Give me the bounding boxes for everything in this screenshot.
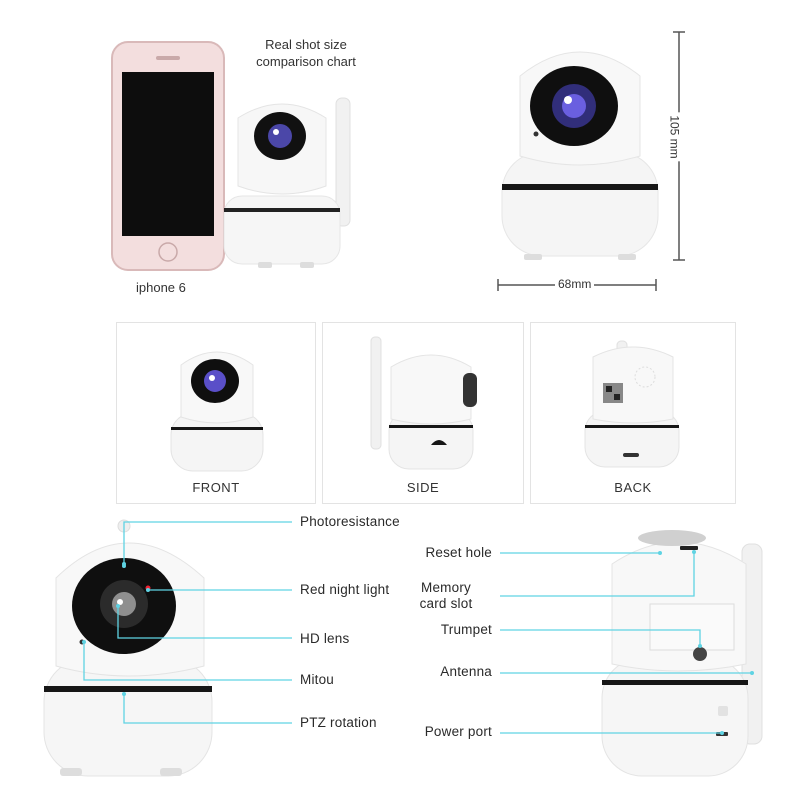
callout-mitou: Mitou [300, 672, 335, 687]
callout-reset-hole: Reset hole [425, 545, 492, 560]
height-dimension-label: 105 mm [667, 112, 682, 162]
callout-memory-card-slot-line2: card slot [419, 596, 473, 611]
camera-back-callout-image [601, 530, 763, 777]
view-label-front: FRONT [192, 480, 240, 495]
comparison-title-line1: Real shot size [265, 37, 347, 52]
callout-memory-card-slot-line1: Memory [421, 580, 471, 595]
callout-photoresistance: Photoresistance [300, 514, 400, 529]
camera-front-callout-image [43, 519, 213, 777]
callout-ptz-rotation: PTZ rotation [300, 715, 377, 730]
camera-front-image [170, 351, 264, 472]
iphone-image [111, 41, 225, 271]
camera-back-image [584, 340, 680, 468]
view-label-side: SIDE [406, 480, 440, 495]
camera-dimension-image [501, 51, 659, 260]
camera-size-comparison-image [223, 97, 351, 268]
comparison-title: Real shot size comparison chart [246, 36, 366, 70]
callout-red-night-light: Red night light [300, 582, 390, 597]
comparison-title-line2: comparison chart [256, 54, 356, 69]
view-panel-side: SIDE [322, 322, 524, 504]
callout-antenna: Antenna [440, 664, 492, 679]
phone-label: iphone 6 [136, 280, 186, 295]
view-label-back: BACK [614, 480, 652, 495]
camera-side-image [370, 336, 477, 470]
view-panel-front: FRONT [116, 322, 316, 504]
callout-hd-lens: HD lens [300, 631, 350, 646]
width-dimension-label: 68mm [555, 277, 595, 291]
callout-trumpet: Trumpet [440, 622, 492, 637]
callout-memory-card-slot: Memory card slot [400, 580, 492, 612]
callout-power-port: Power port [424, 724, 492, 739]
view-panel-back: BACK [530, 322, 736, 504]
